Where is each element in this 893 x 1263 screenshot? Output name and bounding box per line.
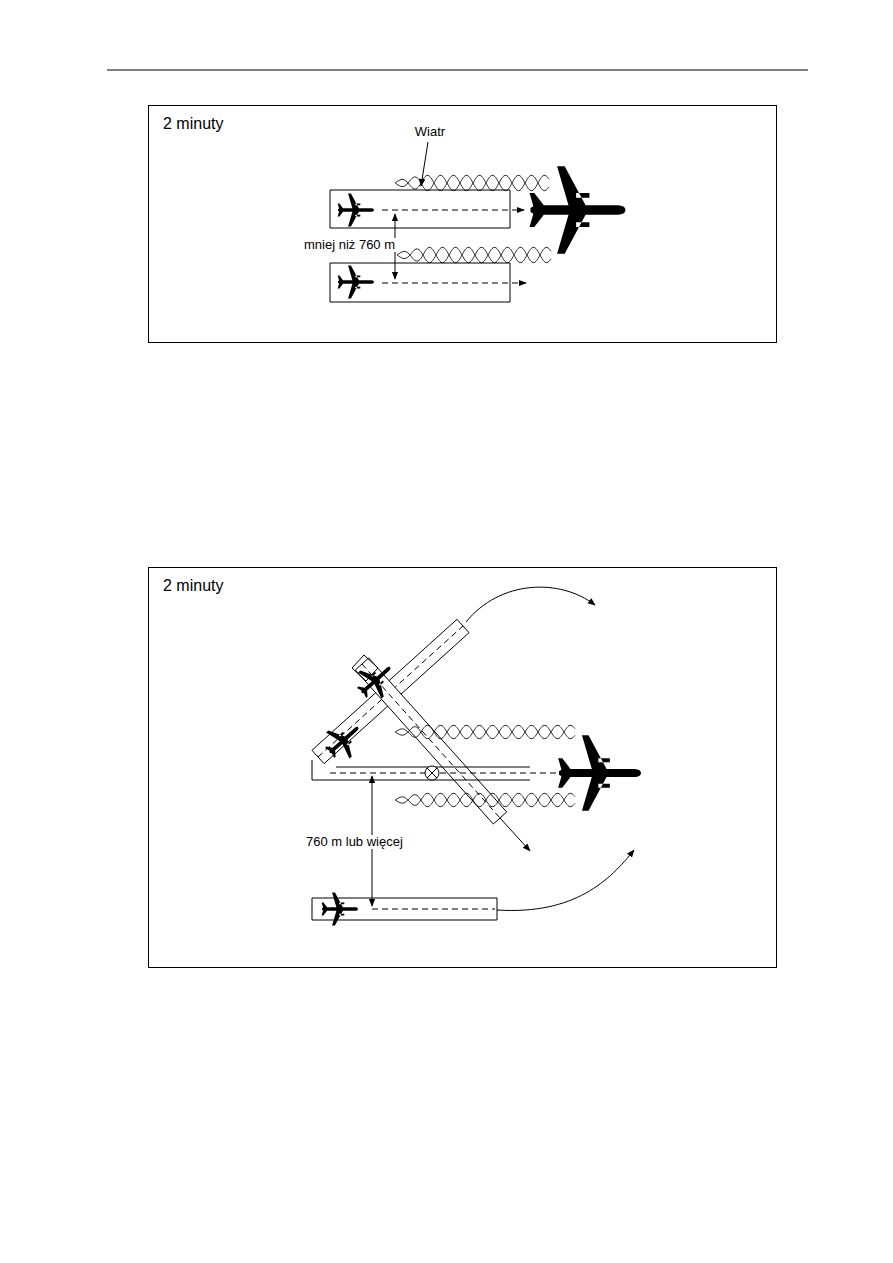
airplane [338,193,374,226]
figure-frame: 2 minuty [148,105,777,343]
runway-centerline [362,664,500,818]
wake-vortex [397,247,551,262]
wake-vortex [395,175,549,190]
wind-label: Wiatr [413,125,447,140]
wind-arrow [421,142,428,186]
airplane [338,265,374,298]
wake-vortex [395,793,575,806]
runway [330,190,510,228]
wake-vortex [395,725,575,738]
wake-vortex [395,793,575,806]
figure-frame: 2 minuty [148,567,777,968]
flight-path [382,210,524,211]
departure-path [500,818,530,851]
airplane [318,714,370,766]
flight-path [382,283,526,284]
departure-path [466,587,595,622]
distance-label: 760 m lub więcej [304,835,405,850]
airplane [530,166,626,253]
runway-centerline [330,773,560,774]
wake-vortex [395,725,575,738]
airplane [350,654,402,706]
distance-label: mniej niż 760 m [302,238,397,253]
airplane [322,892,358,925]
threshold-mark [425,766,439,780]
threshold-mark [427,768,437,778]
frame-heading: 2 minuty [163,115,223,133]
header-rule [107,70,808,71]
threshold-mark [427,768,437,778]
runway-edge [312,760,530,780]
wake-vortex [397,247,551,262]
airplane [558,735,641,810]
runway-centerline [372,909,495,910]
frame-heading: 2 minuty [163,577,223,595]
wake-vortex [395,175,549,190]
departure-path [497,850,634,910]
